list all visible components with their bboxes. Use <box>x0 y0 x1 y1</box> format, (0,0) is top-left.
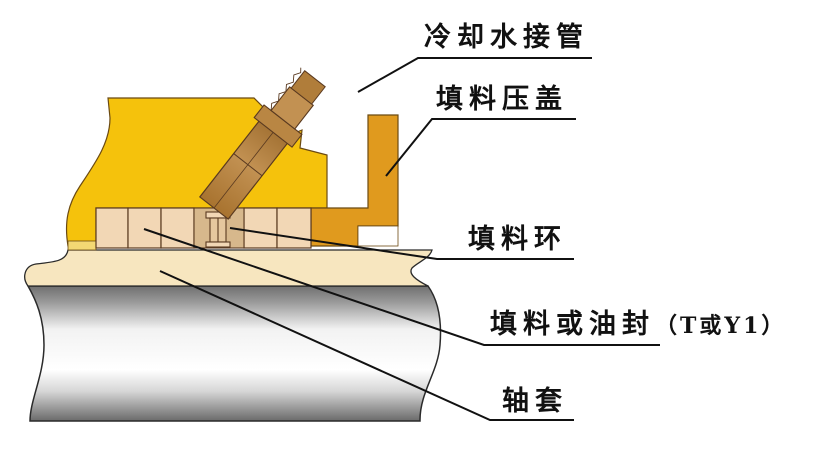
lantern-ring <box>193 207 245 249</box>
leader-lines <box>143 57 660 421</box>
label-packing-gland: 填料压盖 <box>436 84 568 116</box>
leader-packing-gland <box>385 118 576 177</box>
label-suffix: （T或Y1） <box>655 313 787 339</box>
label-text: 填料环 <box>468 224 567 255</box>
leader-packing-or-oil-seal <box>143 228 660 346</box>
packing-rings <box>95 207 312 249</box>
leader-cooling-water-pipe <box>357 57 592 93</box>
label-text: 填料或油封 <box>490 309 655 340</box>
label-text: 冷却水接管 <box>424 22 589 53</box>
label-packing-or-oil-seal: 填料或油封（T或Y1） <box>490 309 786 342</box>
label-cooling-water-pipe: 冷却水接管 <box>424 22 589 54</box>
leader-packing-ring <box>229 227 574 260</box>
label-packing-ring: 填料环 <box>468 224 567 256</box>
label-text: 轴套 <box>502 386 568 417</box>
cooling-water-pipe <box>198 67 326 220</box>
shaft <box>26 285 442 422</box>
label-text: 填料压盖 <box>436 84 568 115</box>
leader-shaft-sleeve <box>159 270 574 421</box>
shaft-sleeve <box>24 249 433 287</box>
housing-lip <box>67 240 97 251</box>
label-shaft-sleeve: 轴套 <box>502 386 568 418</box>
gland-clearance <box>357 225 399 247</box>
